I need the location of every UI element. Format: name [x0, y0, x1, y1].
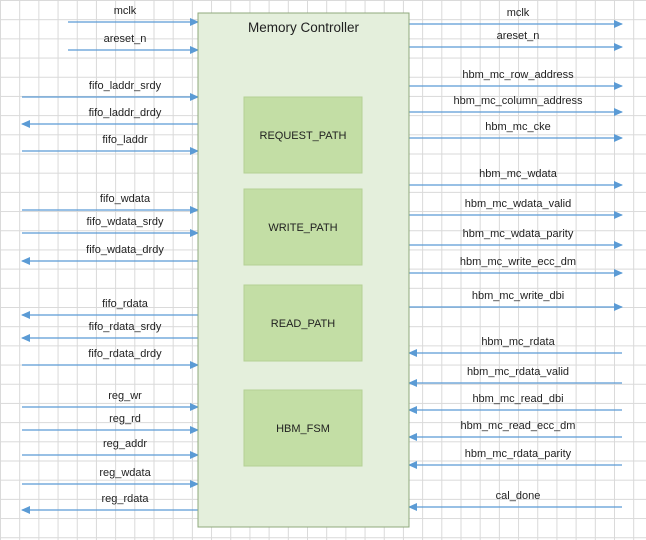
- block-rect: [243, 96, 363, 174]
- signal-label-left-areset-n: areset_n: [104, 33, 147, 45]
- signal-label-right-mclk: mclk: [507, 7, 530, 19]
- signal-label-right-hbm-mc-read-ecc-dm: hbm_mc_read_ecc_dm: [461, 420, 576, 432]
- signal-label-left-reg-rdata: reg_rdata: [101, 493, 149, 505]
- block-label: READ_PATH: [271, 318, 335, 330]
- signal-label-left-reg-rd: reg_rd: [109, 413, 141, 425]
- block-request-path: REQUEST_PATH: [243, 96, 363, 174]
- signal-label-left-fifo-wdata-srdy: fifo_wdata_srdy: [86, 216, 164, 228]
- signal-label-left-mclk: mclk: [114, 5, 137, 17]
- block-read-path: READ_PATH: [243, 284, 363, 362]
- block-rect: [243, 389, 363, 467]
- block-label: WRITE_PATH: [268, 222, 337, 234]
- signal-label-right-hbm-mc-rdata: hbm_mc_rdata: [481, 336, 555, 348]
- signal-label-right-hbm-mc-wdata-valid: hbm_mc_wdata_valid: [465, 198, 571, 210]
- block-write-path: WRITE_PATH: [243, 188, 363, 266]
- signal-arrows: [21, 18, 623, 514]
- signal-label-right-hbm-mc-write-ecc-dm: hbm_mc_write_ecc_dm: [460, 256, 576, 268]
- signal-label-right-hbm-mc-column-address: hbm_mc_column_address: [453, 95, 583, 107]
- signal-label-left-reg-wdata: reg_wdata: [99, 467, 151, 479]
- signal-label-right-hbm-mc-cke: hbm_mc_cke: [485, 121, 550, 133]
- block-hbm-fsm: HBM_FSM: [243, 389, 363, 467]
- signal-label-right-hbm-mc-rdata-parity: hbm_mc_rdata_parity: [465, 448, 572, 460]
- signal-label-right-hbm-mc-wdata: hbm_mc_wdata: [479, 168, 558, 180]
- signal-label-right-cal-done: cal_done: [496, 490, 541, 502]
- signal-labels: mclk areset_n fifo_laddr_srdy fifo_laddr_dr…: [86, 5, 583, 505]
- block-label: HBM_FSM: [276, 423, 330, 435]
- signal-label-right-hbm-mc-rdata-valid: hbm_mc_rdata_valid: [467, 366, 569, 378]
- signal-label-left-fifo-wdata: fifo_wdata: [100, 193, 151, 205]
- signal-label-left-fifo-rdata-drdy: fifo_rdata_drdy: [88, 348, 162, 360]
- signal-label-left-reg-addr: reg_addr: [103, 438, 147, 450]
- signal-label-right-areset-n: areset_n: [497, 30, 540, 42]
- signal-label-right-hbm-mc-row-address: hbm_mc_row_address: [462, 69, 574, 81]
- signal-label-left-fifo-wdata-drdy: fifo_wdata_drdy: [86, 244, 164, 256]
- signal-label-left-fifo-rdata-srdy: fifo_rdata_srdy: [89, 321, 162, 333]
- signal-label-left-fifo-laddr-srdy: fifo_laddr_srdy: [89, 80, 162, 92]
- block-rect: [243, 284, 363, 362]
- signal-label-left-fifo-laddr: fifo_laddr: [102, 134, 148, 146]
- controller-title: Memory Controller: [248, 20, 360, 35]
- block-rect: [243, 188, 363, 266]
- signal-label-right-hbm-mc-write-dbi: hbm_mc_write_dbi: [472, 290, 564, 302]
- signal-label-left-fifo-rdata: fifo_rdata: [102, 298, 149, 310]
- signal-label-right-hbm-mc-wdata-parity: hbm_mc_wdata_parity: [463, 228, 574, 240]
- signal-label-left-reg-wr: reg_wr: [108, 390, 142, 402]
- signal-label-right-hbm-mc-read-dbi: hbm_mc_read_dbi: [472, 393, 563, 405]
- block-label: REQUEST_PATH: [260, 130, 347, 142]
- signal-label-left-fifo-laddr-drdy: fifo_laddr_drdy: [89, 107, 162, 119]
